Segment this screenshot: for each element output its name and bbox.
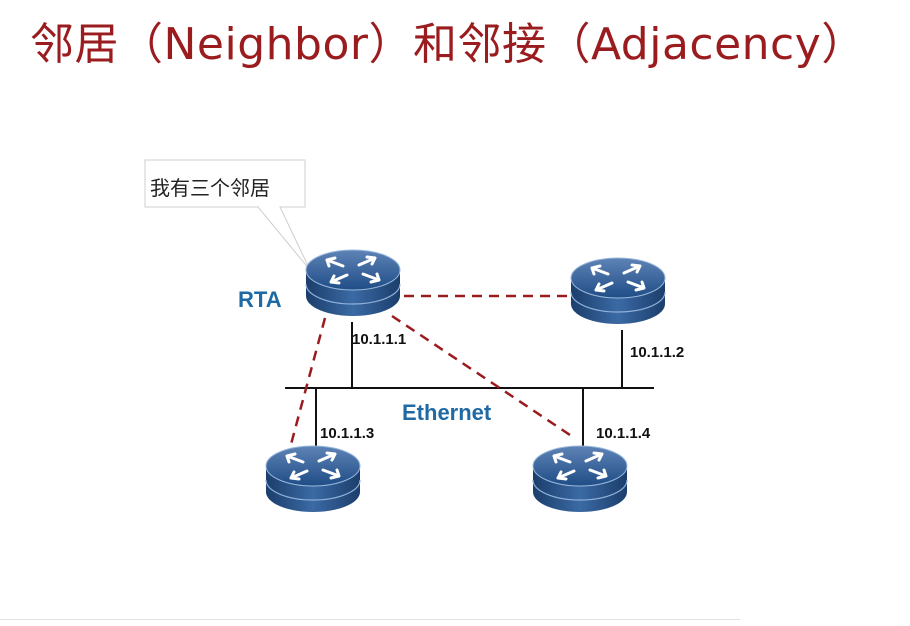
adjacency-link-r4 — [391, 314, 574, 439]
adjacency-link-r3 — [288, 317, 327, 449]
ip-r4: 10.1.1.4 — [596, 425, 651, 442]
router-r3-icon — [264, 444, 362, 514]
ip-r3: 10.1.1.3 — [320, 425, 375, 442]
callout-box — [144, 159, 306, 208]
ip-r2: 10.1.1.2 — [630, 344, 685, 361]
divider — [0, 619, 740, 620]
router-r4-icon — [531, 444, 629, 514]
callout-pointer — [257, 206, 311, 271]
ethernet-label: Ethernet — [402, 400, 492, 425]
router-r2-icon — [569, 256, 667, 326]
callout-text: 我有三个邻居 — [150, 176, 270, 200]
ip-rta: 10.1.1.1 — [352, 331, 407, 348]
router-rta-label: RTA — [238, 287, 282, 312]
slide-title: 邻居（Neighbor）和邻接（Adjacency） — [30, 19, 866, 70]
router-rta-icon — [304, 248, 402, 318]
